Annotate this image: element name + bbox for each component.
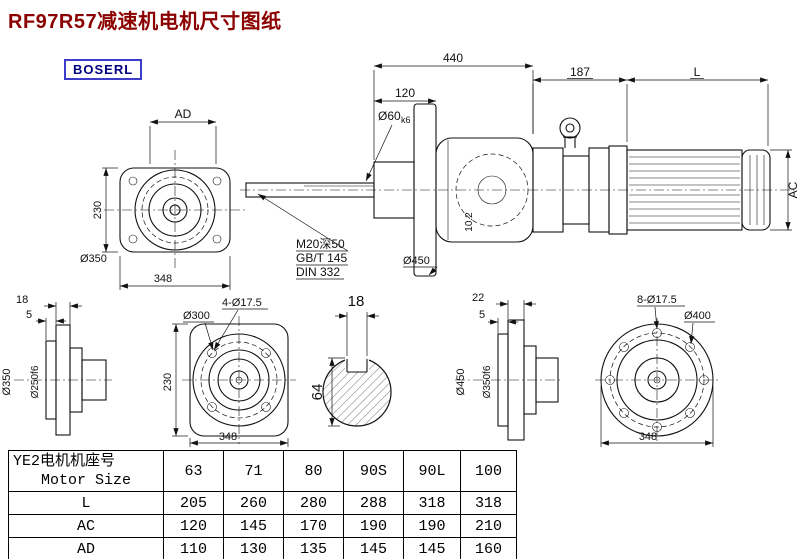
dim-348-front: 348 [219, 431, 237, 443]
cell-AD-100: 160 [460, 537, 517, 559]
lifting-eyebolt [559, 117, 581, 148]
label-tap: M20深50 [296, 237, 345, 251]
size-col-100: 100 [460, 450, 517, 492]
cell-AD-71: 130 [223, 537, 284, 559]
motor-fins [629, 156, 740, 224]
dim-4-holes: 4-Ø17.5 [222, 297, 262, 309]
fan-cover [741, 149, 771, 231]
cell-AC-80: 170 [283, 514, 344, 538]
flange-front-view: AD 230 Ø350 348 [80, 107, 246, 290]
row-label-AD: AD [8, 537, 164, 559]
boserl-logo: BOSERL [64, 59, 143, 80]
output-flange-side-view: 22 5 Ø450 Ø350f6 [455, 292, 562, 441]
cell-AC-63: 120 [163, 514, 224, 538]
dim-18: 18 [16, 294, 28, 306]
dim-187: 187 [570, 65, 590, 79]
dim-64: 64 [309, 384, 326, 401]
motor-size-header: YE2电机机座号 Motor Size [8, 450, 164, 492]
size-col-80: 80 [283, 450, 344, 492]
dim-230-front: 230 [162, 373, 174, 391]
cell-L-90L: 318 [403, 491, 461, 515]
size-col-90S: 90S [343, 450, 404, 492]
table-row-AD: AD 110 130 135 145 145 160 [8, 537, 517, 559]
dim-348-output: 348 [639, 431, 657, 443]
table-row-L: L 205 260 280 288 318 318 [8, 491, 517, 515]
size-col-71: 71 [223, 450, 284, 492]
dim-d250f6: Ø250f6 [30, 365, 41, 398]
motor-dimension-table: YE2电机机座号 Motor Size 63 71 80 90S 90L 100… [8, 450, 517, 559]
cell-AC-90S: 190 [343, 514, 404, 538]
cell-AD-90S: 145 [343, 537, 404, 559]
dim-ad: AD [175, 107, 192, 121]
dim-5: 5 [26, 309, 32, 321]
row-label-AC: AC [8, 514, 164, 538]
cell-L-100: 318 [460, 491, 517, 515]
dim-440: 440 [443, 51, 463, 65]
dim-L: L [694, 65, 701, 79]
dim-d400: Ø400 [684, 310, 711, 322]
dim-22: 22 [472, 292, 484, 304]
motor-size-header-cn: YE2电机机座号 [13, 453, 116, 470]
size-col-63: 63 [163, 450, 224, 492]
label-std2: DIN 332 [296, 265, 340, 279]
dim-230: 230 [92, 201, 104, 219]
dim-shaft-dia: Ø60 [378, 109, 401, 123]
dim-d300: Ø300 [183, 310, 210, 322]
cell-AC-71: 145 [223, 514, 284, 538]
motor-size-header-en: Motor Size [40, 472, 131, 489]
dim-d350: Ø350 [80, 253, 107, 265]
cell-AD-80: 135 [283, 537, 344, 559]
dim-key-depth: 10.2 [464, 212, 475, 232]
table-header-row: YE2电机机座号 Motor Size 63 71 80 90S 90L 100 [8, 450, 517, 492]
cell-AC-90L: 190 [403, 514, 461, 538]
page-title: RF97R57减速机电机尺寸图纸 [8, 11, 282, 33]
cell-L-80: 280 [283, 491, 344, 515]
label-std1: GB/T 145 [296, 251, 347, 265]
row-label-L: L [8, 491, 164, 515]
output-flange-front-view: 8-Ø17.5 Ø400 348 [595, 294, 719, 447]
shaft-cross-section: 18 64 [309, 293, 392, 427]
dim-8-holes: 8-Ø17.5 [637, 294, 677, 306]
dim-348: 348 [154, 273, 172, 285]
dim-d450-side: Ø450 [455, 369, 467, 396]
main-side-view: 440 120 Ø60 k6 187 L AC M20深50 [240, 51, 800, 280]
dim-d350-side: Ø350 [1, 369, 13, 396]
cell-AC-100: 210 [460, 514, 517, 538]
cell-L-63: 205 [163, 491, 224, 515]
technical-drawing: AD 230 Ø350 348 [1, 51, 800, 447]
dim-120: 120 [395, 86, 415, 100]
dim-d450: Ø450 [403, 255, 430, 267]
input-flange-side-view: 18 5 Ø350 Ø250f6 [1, 294, 112, 436]
cell-L-71: 260 [223, 491, 284, 515]
dim-5b: 5 [479, 309, 485, 321]
dim-d350f6: Ø350f6 [482, 365, 493, 398]
dim-keyway-18: 18 [348, 293, 365, 310]
table-row-AC: AC 120 145 170 190 190 210 [8, 514, 517, 538]
input-flange-front-view: 4-Ø17.5 Ø300 230 348 [162, 297, 296, 447]
size-col-90L: 90L [403, 450, 461, 492]
dim-shaft-fit: k6 [401, 115, 411, 125]
dim-AC: AC [786, 181, 800, 198]
cell-AD-90L: 145 [403, 537, 461, 559]
cell-AD-63: 110 [163, 537, 224, 559]
cell-L-90S: 288 [343, 491, 404, 515]
